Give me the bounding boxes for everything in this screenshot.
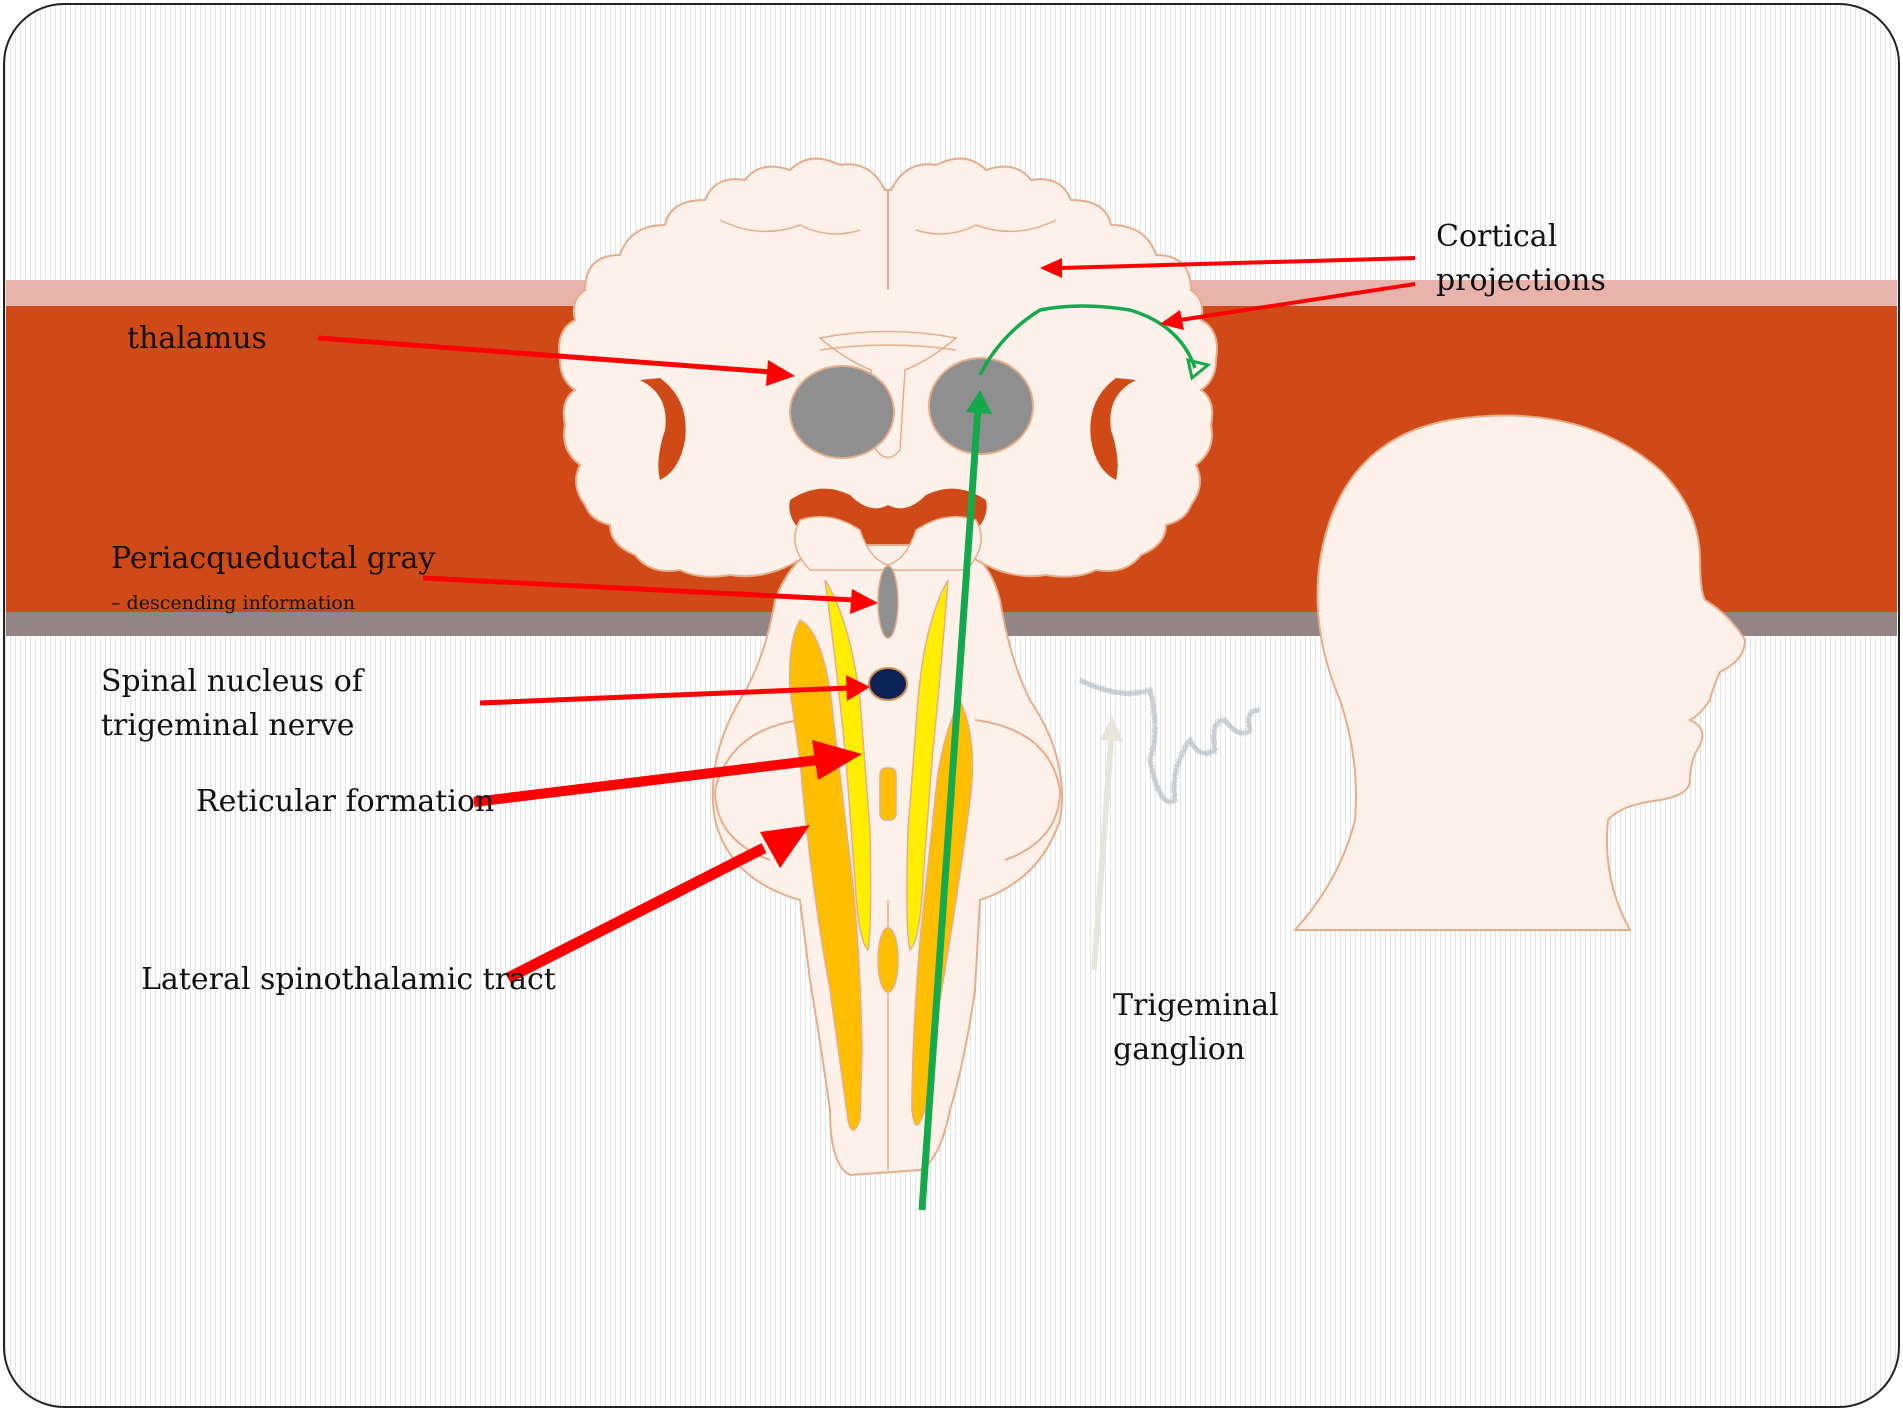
label-cortical-line1: Cortical xyxy=(1436,219,1557,254)
spinal-nucleus-trigeminal xyxy=(869,668,907,700)
label-spinal-line1: Spinal nucleus of xyxy=(101,664,365,699)
label-pag-line1: Periacqueductal gray xyxy=(111,541,435,576)
label-pag-line2: – descending information xyxy=(111,592,355,614)
label-cortical-line2: projections xyxy=(1436,263,1606,298)
label-ganglion-line2: ganglion xyxy=(1113,1032,1245,1067)
label-lateral-tract: Lateral spinothalamic tract xyxy=(141,962,556,997)
periaqueductal-gray xyxy=(878,566,898,638)
thalamus-left xyxy=(790,366,894,458)
label-reticular: Reticular formation xyxy=(196,784,494,819)
midline-nucleus-upper xyxy=(880,768,896,820)
label-spinal-line2: trigeminal nerve xyxy=(101,708,354,743)
midline-nucleus-lower xyxy=(878,928,898,992)
label-thalamus: thalamus xyxy=(127,321,267,356)
label-ganglion-line1: Trigeminal xyxy=(1113,988,1279,1023)
